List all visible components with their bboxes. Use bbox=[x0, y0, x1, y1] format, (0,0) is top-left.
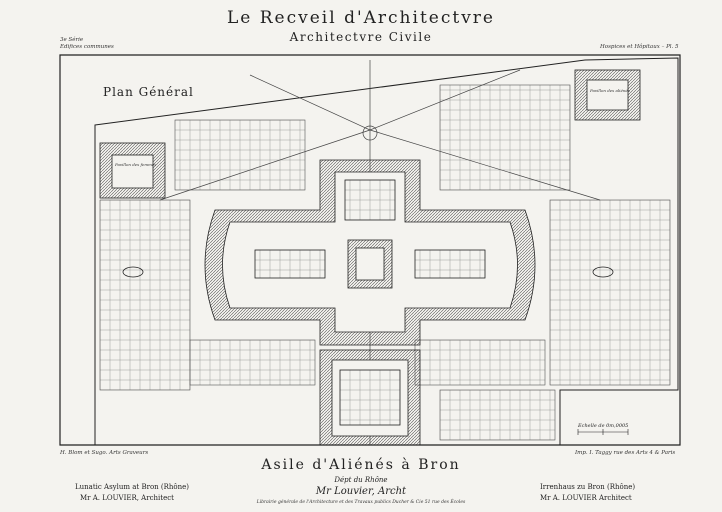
plate-number: Hospices et Hôpitaux – Pl. 5 bbox=[600, 44, 679, 50]
site-boundary bbox=[94, 57, 679, 446]
series-category: Edifices communes bbox=[60, 44, 114, 50]
pavilion-right-label: Pavillon des aliénés bbox=[590, 88, 630, 93]
series-label: 3e Série bbox=[60, 37, 84, 43]
garden-plots bbox=[99, 84, 671, 441]
south-wing bbox=[319, 349, 421, 446]
caption-german-title: Irrenhaus zu Bron (Rhône) bbox=[540, 483, 636, 491]
main-asylum-complex bbox=[204, 159, 536, 346]
plate-subtitle: Architectvre Civile bbox=[289, 30, 433, 44]
caption-english-architect: Mr A. LOUVIER, Architect bbox=[80, 494, 174, 502]
plate-border bbox=[59, 54, 681, 446]
department: Dépt du Rhône bbox=[334, 476, 388, 484]
pond-east bbox=[592, 266, 614, 278]
pavilion-left-label: Pavillon des femmes bbox=[115, 162, 157, 167]
pond-west bbox=[122, 266, 144, 278]
pavilion-left bbox=[99, 142, 166, 199]
scale-note: Echelle de 0m,0005 bbox=[578, 423, 629, 429]
printer-credit: Imp. I. Taggy rue des Arts 4 & Paris bbox=[575, 450, 676, 456]
plan-label: Plan Général bbox=[103, 85, 194, 99]
publisher-line: Librairie générale de l'Architecture et … bbox=[256, 500, 466, 505]
pavilion-right bbox=[574, 69, 641, 121]
architect: Mr Louvier, Archt bbox=[315, 486, 407, 497]
caption-english-title: Lunatic Asylum at Bron (Rhône) bbox=[75, 483, 190, 491]
scale-bar bbox=[577, 429, 629, 435]
asylum-title: Asile d'Aliénés à Bron bbox=[261, 457, 461, 473]
engraver-credit: H. Blom et Sugo. Arts Graveurs bbox=[60, 450, 149, 456]
plate-title: Le Recveil d'Architectvre bbox=[227, 8, 495, 28]
caption-german-architect: Mr A. LOUVIER Architect bbox=[540, 494, 632, 502]
